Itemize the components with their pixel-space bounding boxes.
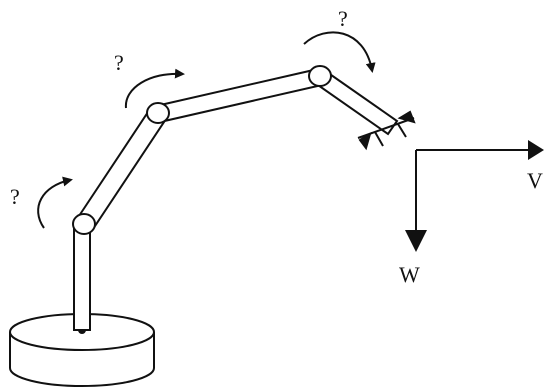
v-axis-arrowhead [528, 140, 544, 160]
arm-link-1 [75, 107, 168, 231]
coordinate-axes [405, 140, 544, 252]
rotation-arrow-icon [124, 68, 185, 109]
rotation-arrow-icon [303, 31, 376, 73]
w-axis-label: W [399, 262, 420, 287]
joint-1 [72, 213, 96, 235]
arm-post [73, 225, 91, 331]
arm-link-2 [154, 67, 324, 124]
rotation-arrow-icon [37, 176, 73, 229]
joint-3 [308, 65, 332, 87]
joint-2 [146, 102, 170, 124]
gripper-icon [357, 110, 416, 151]
v-axis-label: V [527, 168, 543, 193]
w-axis-arrowhead [405, 230, 427, 252]
joint-label-1: ? [10, 184, 20, 209]
joint-label-3: ? [338, 6, 348, 31]
joint-label-2: ? [114, 50, 124, 75]
